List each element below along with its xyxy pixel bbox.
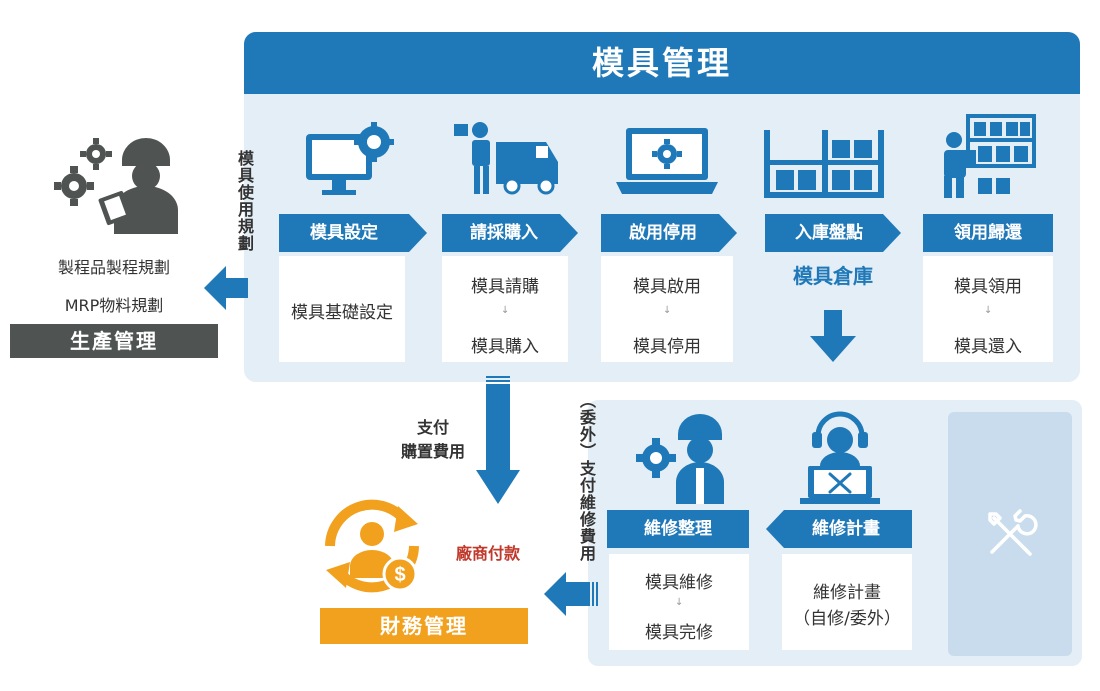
step-mold-setting-banner: 模具設定	[279, 214, 427, 252]
card-text: 維修計畫	[813, 583, 881, 603]
mold-warehouse-label: 模具倉庫	[793, 264, 873, 288]
step-label: 領用歸還	[954, 223, 1022, 243]
card-borrow-return: 模具領用 ↓ 模具還入	[923, 256, 1053, 362]
card-text: 模具請購	[471, 277, 539, 297]
step-repair-plan-banner: 維修計畫	[766, 510, 912, 548]
worker-warehouse-icon	[944, 114, 1036, 198]
down-arrow-icon	[810, 310, 856, 362]
step-repair-banner: 維修整理	[607, 510, 749, 548]
card-text: 模具啟用	[633, 277, 701, 297]
card-purchase: 模具請購 ↓ 模具購入	[442, 256, 568, 362]
card-enable-disable: 模具啟用 ↓ 模具停用	[601, 256, 733, 362]
step-label: 維修計畫	[812, 519, 880, 539]
card-text: 模具購入	[471, 337, 539, 357]
step-purchase-banner: 請採購入	[442, 214, 578, 252]
monitor-gear-icon	[306, 122, 394, 195]
step-label: 入庫盤點	[795, 223, 863, 243]
purchase-fee-label: 購置費用	[400, 442, 465, 461]
engineer-gear-icon	[636, 414, 724, 504]
card-repair-plan: 維修計畫 （自修/委外）	[782, 554, 912, 650]
card-text: 模具完修	[645, 623, 713, 643]
mold-management-header	[244, 32, 1080, 94]
step-label: 維修整理	[644, 519, 712, 539]
outsource-repair-fee-label: （委外）支付維修費用	[577, 392, 596, 562]
card-mold-setting: 模具基礎設定	[279, 256, 405, 362]
down-arrow-icon: ↓	[984, 305, 993, 316]
down-arrow-icon: ↓	[663, 305, 672, 316]
warehouse-shelf-icon	[764, 130, 884, 198]
laptop-gear-icon	[616, 128, 718, 194]
card-text: 模具還入	[954, 337, 1022, 357]
step-inventory-banner: 入庫盤點	[765, 214, 901, 252]
striped-left-arrow-icon	[544, 572, 598, 616]
step-label: 啟用停用	[629, 223, 697, 243]
left-arrow-icon	[204, 266, 248, 310]
tools-icon	[988, 509, 1038, 556]
tool-panel	[948, 412, 1072, 656]
card-text: （自修/委外）	[793, 609, 901, 629]
delivery-truck-icon	[454, 122, 558, 195]
step-label: 模具設定	[310, 223, 378, 243]
finance-management-bar: 財務管理	[320, 608, 528, 644]
page-title: 模具管理	[591, 44, 732, 82]
card-text: 模具維修	[645, 573, 713, 593]
payment-cycle-icon: $	[325, 499, 419, 593]
engineer-gears-icon	[54, 138, 178, 234]
down-arrow-icon: ↓	[675, 597, 684, 608]
card-text: 模具領用	[954, 277, 1022, 297]
step-label: 請採購入	[470, 223, 538, 243]
mrp-planning-label: MRP物料規劃	[64, 296, 164, 315]
step-borrow-return-banner: 領用歸還	[923, 214, 1053, 252]
mold-usage-plan-label: 模具使用規劃	[235, 150, 254, 252]
vendor-payment-label: 廠商付款	[455, 544, 520, 563]
card-text: 模具停用	[633, 337, 701, 357]
support-agent-laptop-icon	[800, 411, 880, 504]
card-repair: 模具維修 ↓ 模具完修	[609, 554, 749, 650]
step-enable-disable-banner: 啟用停用	[601, 214, 737, 252]
process-planning-label: 製程品製程規劃	[57, 258, 170, 277]
payment-label: 支付	[416, 418, 449, 437]
down-arrow-icon: ↓	[501, 305, 510, 316]
production-management-bar: 生產管理	[10, 324, 218, 358]
svg-text:$: $	[394, 564, 405, 586]
card-text: 模具基礎設定	[291, 303, 393, 323]
striped-down-arrow-icon	[476, 376, 520, 504]
